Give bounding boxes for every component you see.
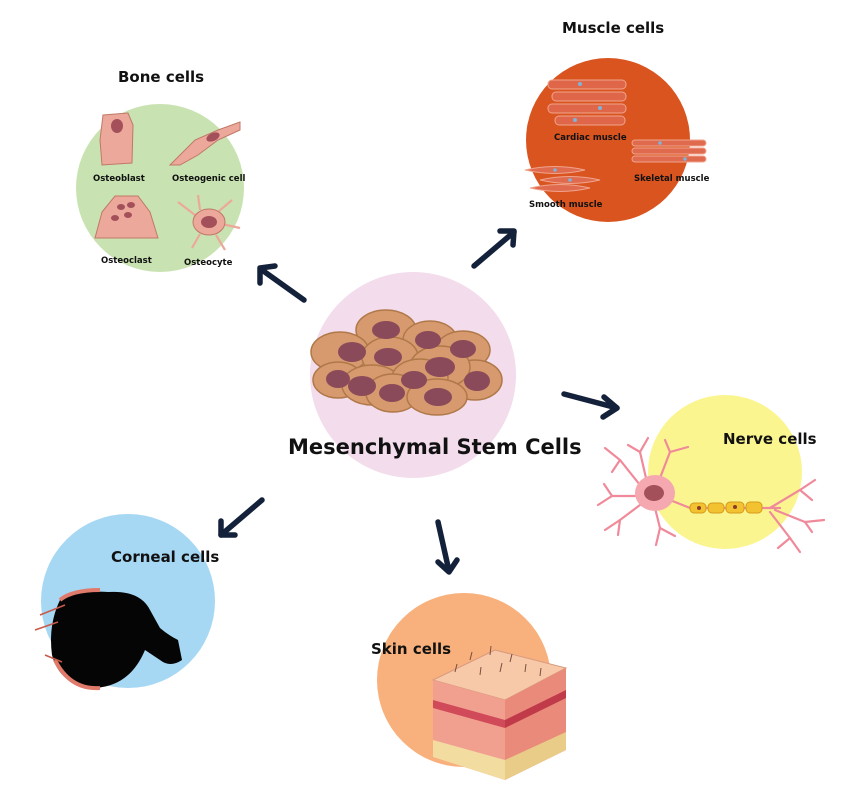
stem-cell-cluster xyxy=(310,309,503,416)
nerve-circle xyxy=(648,395,802,549)
osteocyte-icon xyxy=(177,194,241,251)
osteoblast-icon xyxy=(99,112,134,166)
corneal-label: Corneal cells xyxy=(111,548,220,566)
skin-block-icon xyxy=(431,645,568,780)
osteoclast-label: Osteoclast xyxy=(101,256,152,266)
smooth-muscle-label: Smooth muscle xyxy=(529,200,603,210)
cardiac-muscle-icon xyxy=(547,79,627,126)
cardiac-muscle-label: Cardiac muscle xyxy=(554,133,627,143)
main-title: Mesenchymal Stem Cells xyxy=(288,435,582,459)
arrow-to-muscle xyxy=(471,228,517,269)
osteogenic-cell-label: Osteogenic cell xyxy=(172,174,246,184)
neuron-icon xyxy=(596,436,826,554)
osteocyte-label: Osteocyte xyxy=(184,258,233,268)
osteoclast-icon xyxy=(94,195,159,239)
arrow-to-corneal xyxy=(218,497,265,538)
osteoblast-label: Osteoblast xyxy=(93,174,145,184)
arrow-to-bone xyxy=(257,263,307,303)
nerve-label: Nerve cells xyxy=(723,430,817,448)
arrow-to-nerve xyxy=(561,391,620,420)
muscle-label: Muscle cells xyxy=(562,19,665,37)
skeletal-muscle-label: Skeletal muscle xyxy=(634,174,710,184)
arrow-to-skin xyxy=(435,519,460,575)
skin-label: Skin cells xyxy=(371,640,452,658)
eye-icon xyxy=(34,588,182,691)
skeletal-muscle-icon xyxy=(631,139,707,163)
smooth-muscle-icon xyxy=(524,166,601,192)
bone-label: Bone cells xyxy=(118,68,205,86)
osteogenic-cell-icon xyxy=(168,121,241,166)
